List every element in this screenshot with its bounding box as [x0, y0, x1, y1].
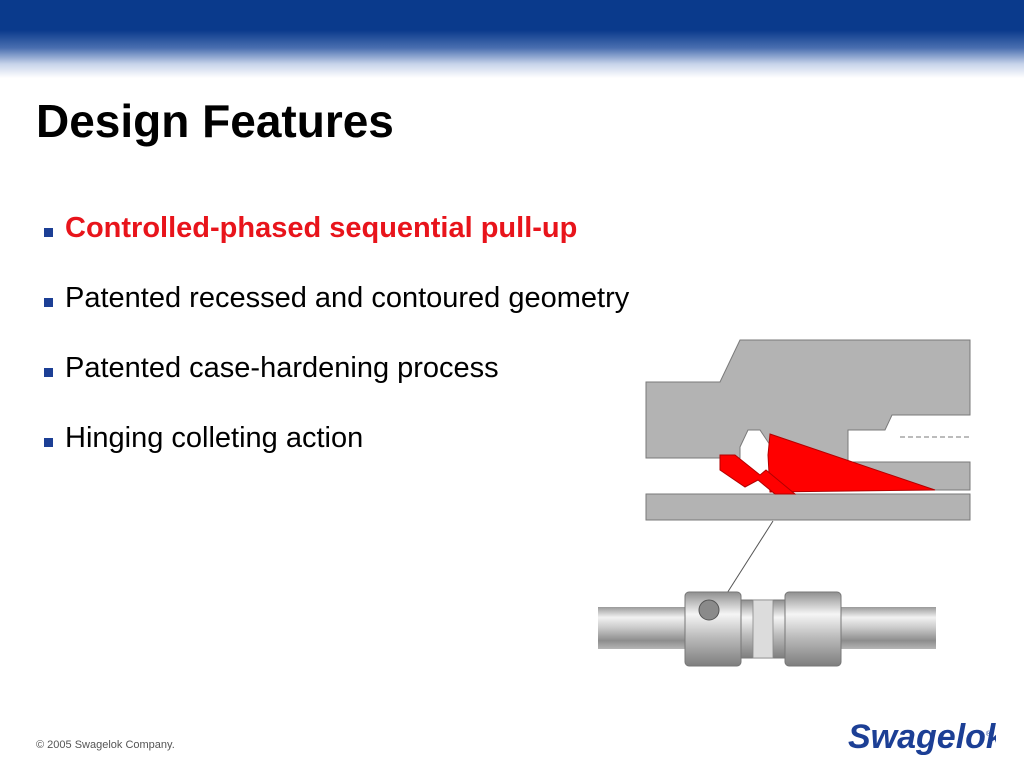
fitting-cross-section-diagram [598, 339, 971, 667]
svg-text:Swagelok: Swagelok [848, 718, 996, 756]
svg-text:®: ® [986, 730, 992, 738]
square-bullet-icon [44, 368, 53, 377]
bullet-item: Patented recessed and contoured geometry [44, 278, 629, 348]
bullet-text: Patented case-hardening process [65, 352, 499, 384]
gap-gauge-icon [698, 599, 720, 621]
tube-section [645, 493, 971, 521]
bullet-item: Hinging colleting action [44, 418, 629, 488]
bullet-text: Patented recessed and contoured geometry [65, 282, 630, 314]
square-bullet-icon [44, 228, 53, 237]
bullet-item: Controlled-phased sequential pull-up [44, 208, 629, 278]
slide-title: Design Features [36, 95, 394, 147]
bullet-list: Controlled-phased sequential pull-up Pat… [44, 208, 629, 488]
front-ferrule [767, 433, 936, 493]
bullet-text: Hinging colleting action [65, 422, 364, 454]
right-nut [784, 591, 842, 667]
bullet-text: Controlled-phased sequential pull-up [65, 212, 578, 244]
square-bullet-icon [44, 298, 53, 307]
back-ferrule [719, 454, 797, 495]
square-bullet-icon [44, 438, 53, 447]
bullet-item: Patented case-hardening process [44, 348, 629, 418]
copyright-footer: © 2005 Swagelok Company. [36, 739, 175, 751]
swagelok-logo: Swagelok ® [848, 718, 996, 756]
header-band [0, 0, 1024, 78]
